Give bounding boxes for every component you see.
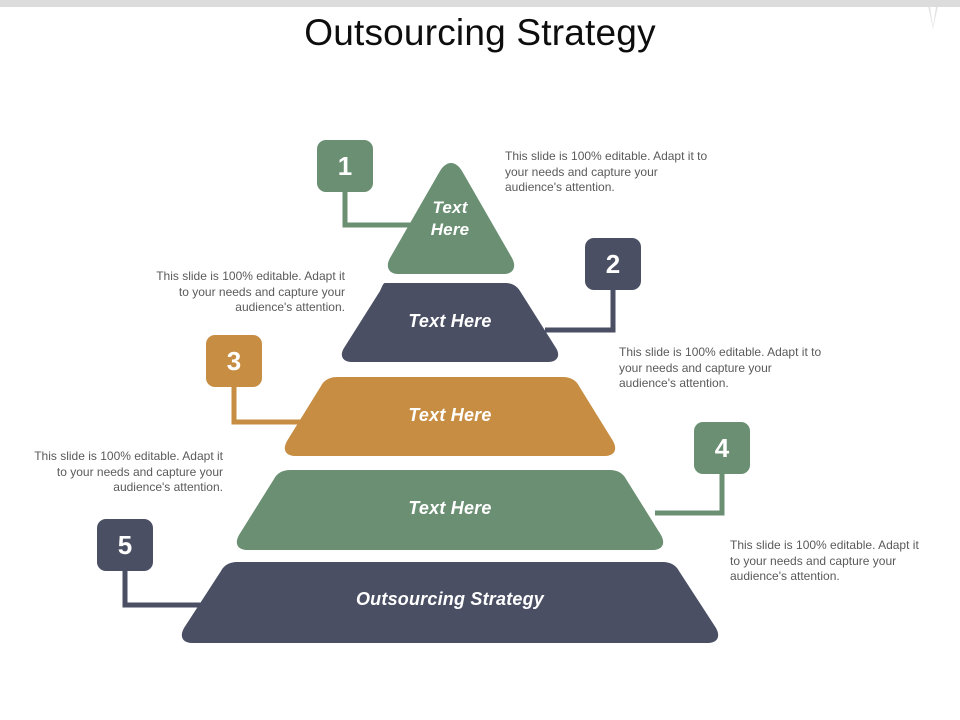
connector-line-1: [342, 192, 412, 228]
pyramid-level-2-label: Text Here: [408, 311, 492, 331]
pyramid-level-5-label: Outsourcing Strategy: [355, 589, 545, 609]
pyramid-level-1-label-line2: Here: [430, 220, 470, 239]
connector-line-5: [122, 571, 205, 608]
pyramid-level-3: [284, 377, 616, 456]
callout-text-3: This slide is 100% editable. Adapt it to…: [619, 345, 822, 390]
pyramid-badge-3[interactable]: 3: [206, 335, 262, 387]
pyramid-badge-2[interactable]: 2: [585, 238, 641, 290]
pyramid-level-5: [181, 562, 719, 643]
callout-text-2: This slide is 100% editable. Adapt it to…: [156, 269, 345, 314]
pyramid-level-1: [387, 163, 515, 274]
pyramid-badge-1[interactable]: 1: [317, 140, 373, 192]
connector-line-3: [231, 387, 310, 425]
pyramid-badge-5[interactable]: 5: [97, 519, 153, 571]
slide-top-band: [0, 0, 960, 7]
pyramid-level-3-label: Text Here: [408, 405, 492, 425]
pyramid-level-1-label-line1: Text: [432, 198, 468, 217]
callout-text-1: This slide is 100% editable. Adapt it to…: [505, 149, 708, 194]
page-title: Outsourcing Strategy: [304, 12, 656, 53]
pyramid-level-4-label: Text Here: [408, 498, 492, 518]
pyramid-level-1-label: Text Here: [390, 197, 510, 241]
callout-text-5: This slide is 100% editable. Adapt it to…: [730, 538, 919, 583]
corner-fold-icon: [916, 7, 960, 37]
connector-line-2: [545, 290, 616, 333]
pyramid-level-2: [341, 283, 559, 362]
connector-line-4: [655, 474, 725, 516]
callout-text-4: This slide is 100% editable. Adapt it to…: [34, 449, 223, 494]
pyramid-badge-4[interactable]: 4: [694, 422, 750, 474]
pyramid-level-4: [236, 470, 664, 550]
